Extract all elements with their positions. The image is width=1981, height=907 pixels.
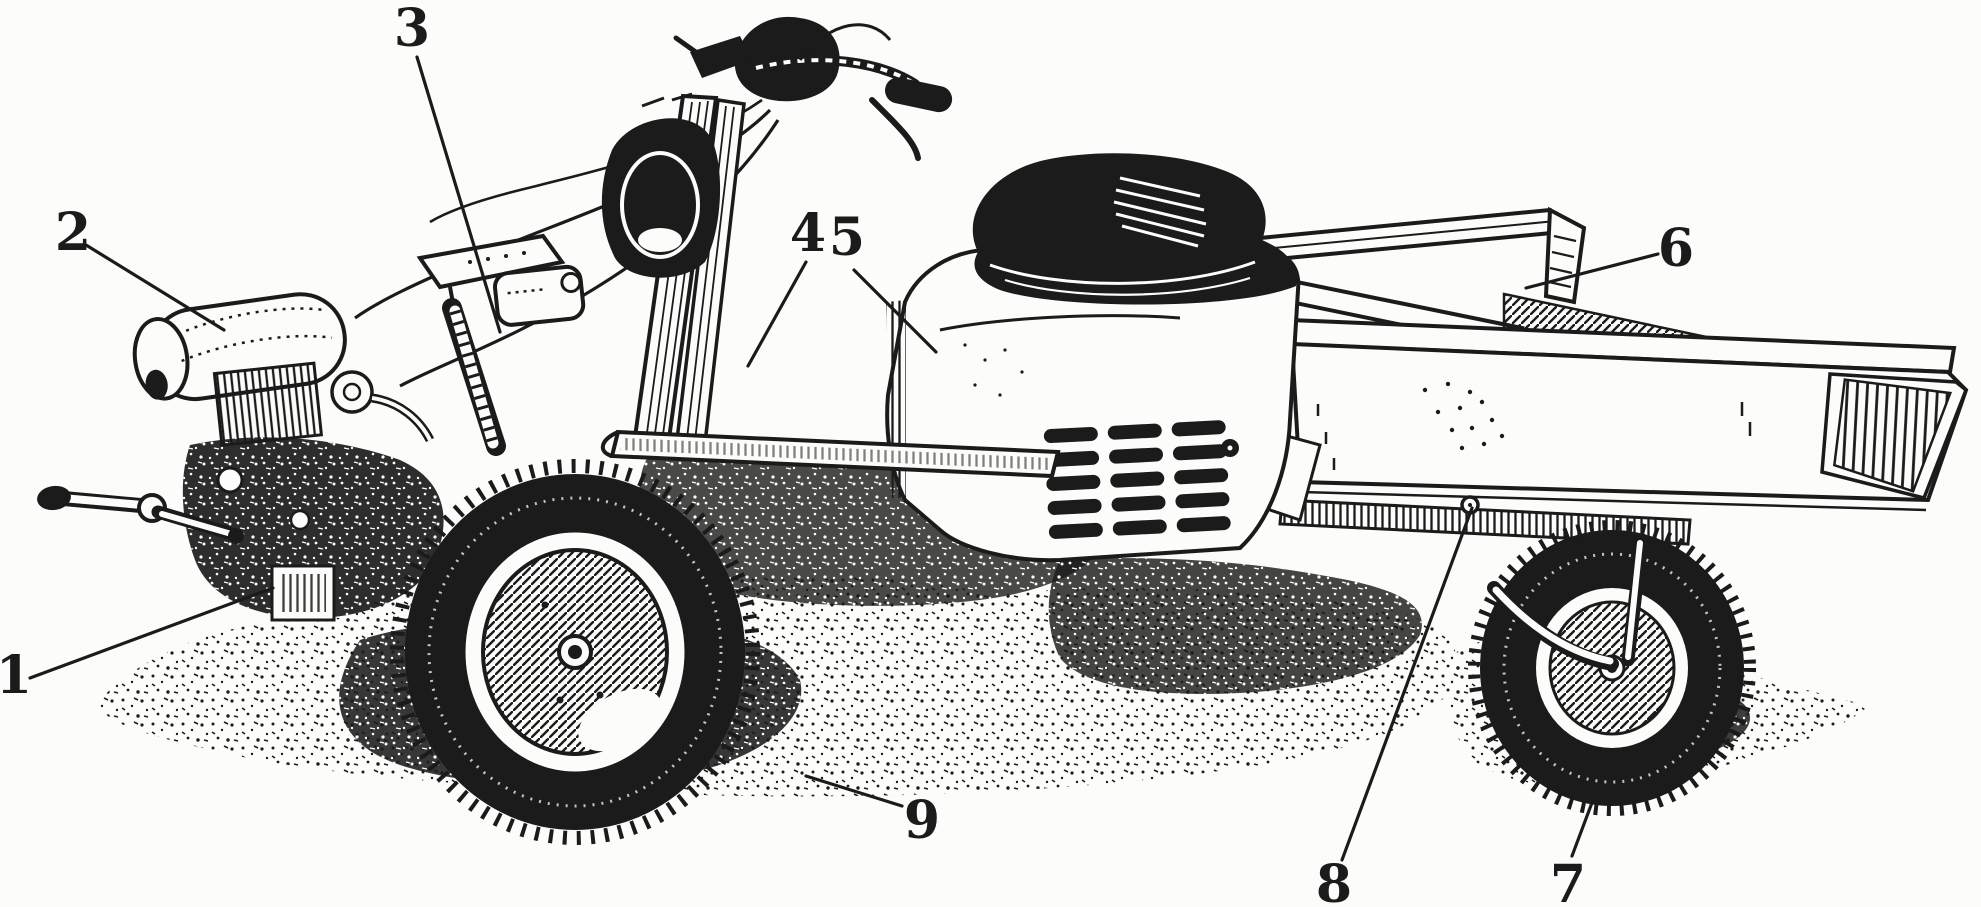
callout-label-3: 3 — [394, 0, 430, 59]
callout-label-2: 2 — [55, 202, 91, 263]
gearbox-mass — [182, 437, 444, 622]
chassis-rail — [1278, 498, 1692, 546]
cargo-box — [1253, 292, 1969, 522]
leader-line-8 — [1340, 506, 1474, 862]
leader-line-2 — [84, 243, 226, 332]
leader-line-4 — [746, 260, 808, 368]
headlight — [601, 92, 721, 278]
handlebar — [673, 16, 953, 161]
floorboard — [601, 429, 1061, 479]
callout-leader-lines — [28, 55, 1660, 862]
rear-swingarm — [1487, 533, 1649, 671]
callout-label-5: 5 — [829, 207, 865, 268]
handlebar-grip — [885, 77, 953, 113]
engine — [132, 292, 444, 622]
carburetor — [330, 370, 374, 414]
leader-line-3 — [415, 55, 502, 334]
headlight-lens — [620, 151, 700, 259]
body-dots — [963, 343, 1024, 397]
leader-line-6 — [1524, 252, 1660, 290]
cargo-box-dots — [1422, 381, 1505, 451]
leader-line-5 — [852, 268, 938, 354]
cylinder-fins — [212, 361, 324, 447]
callout-label-9: 9 — [904, 790, 940, 851]
callout-label-7: 7 — [1550, 854, 1586, 907]
callout-label-8: 8 — [1316, 854, 1352, 907]
seat — [972, 153, 1297, 305]
leader-line-9 — [804, 774, 904, 808]
leader-line-1 — [28, 586, 275, 680]
starting-crank — [37, 485, 244, 544]
carb-tank-unit — [493, 264, 586, 327]
leader-line-7 — [1570, 790, 1598, 858]
frame-downtube — [442, 298, 506, 456]
grass-shadow-under-body — [1048, 558, 1422, 694]
callout-label-6: 6 — [1658, 218, 1694, 279]
callout-label-1: 1 — [0, 645, 32, 706]
front-wheel — [390, 459, 760, 845]
exhaust-pipe — [371, 393, 435, 443]
callout-label-4: 4 — [790, 203, 826, 264]
callout-labels: 1 2 3 4 5 6 7 8 9 — [0, 0, 1694, 907]
brake-lever — [869, 97, 921, 161]
